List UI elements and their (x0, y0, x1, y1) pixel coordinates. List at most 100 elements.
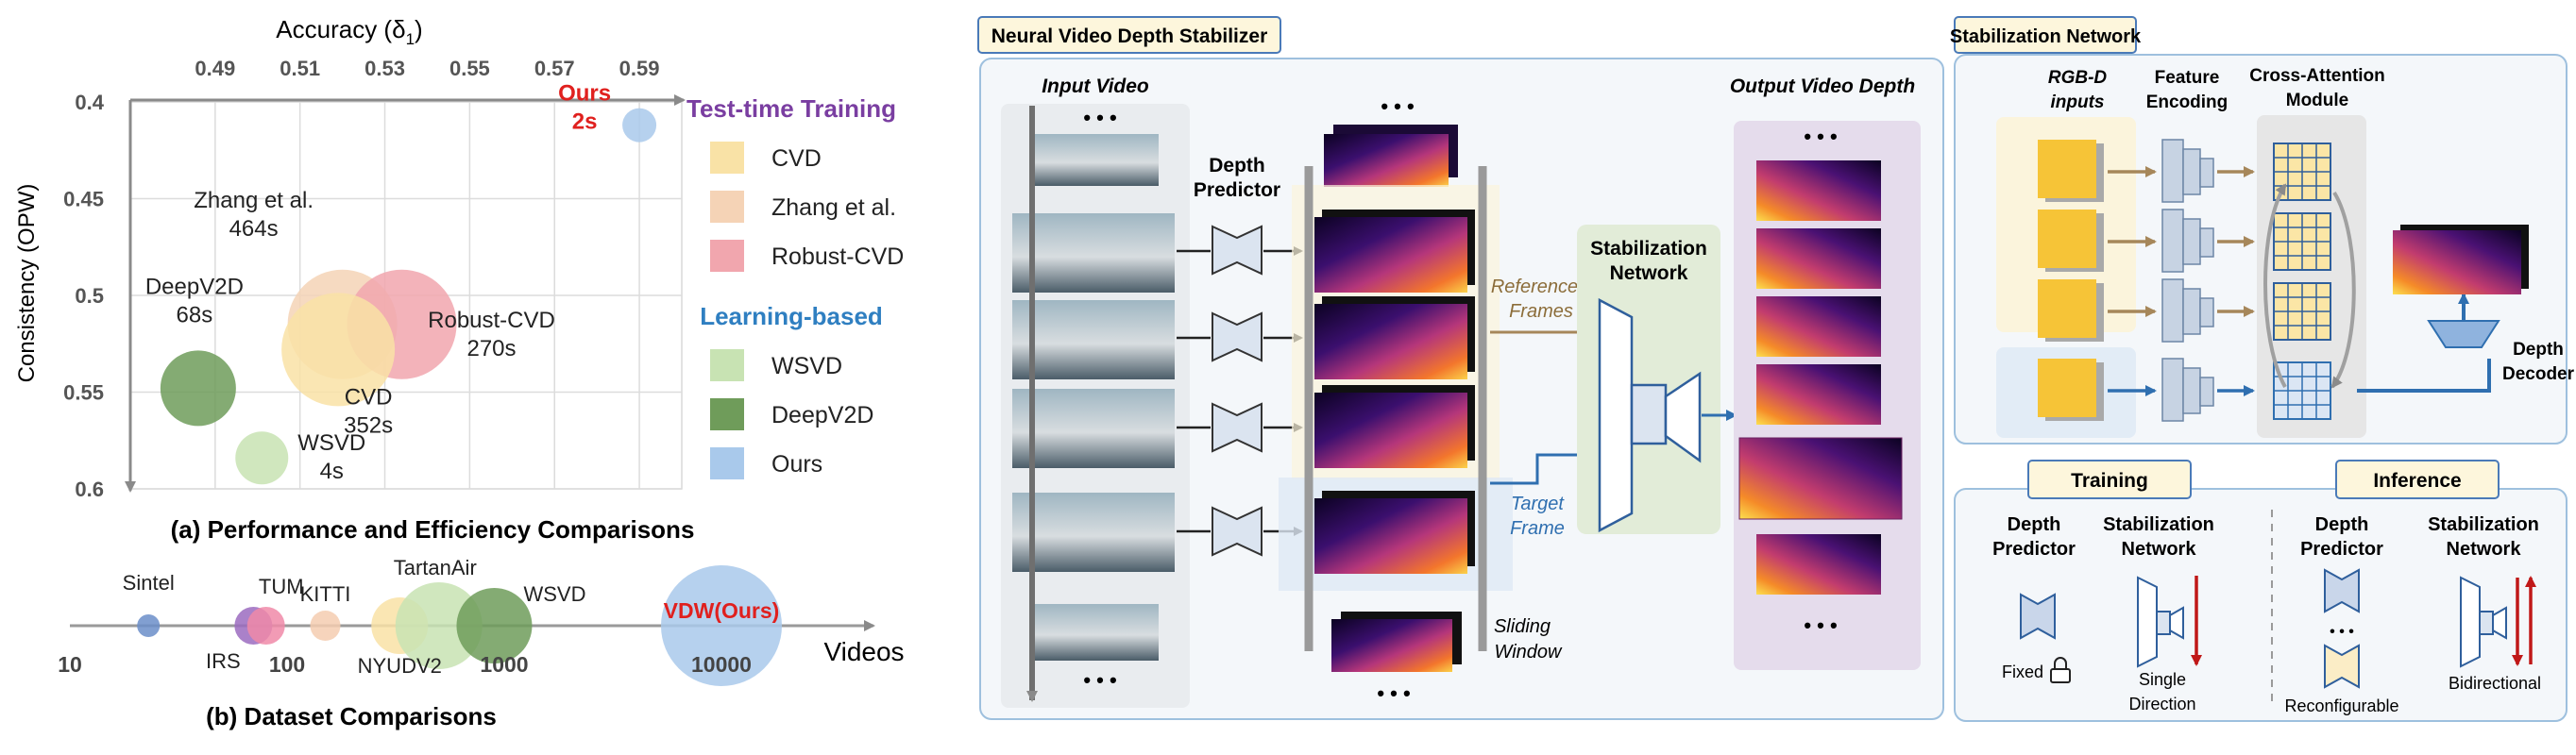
depth-frame-1 (1314, 217, 1467, 293)
legend-item-label: WSVD (771, 353, 842, 379)
feature-encoding-label-2: Encoding (2146, 92, 2229, 112)
bubble-time-zhang-et-al-: 464s (229, 216, 279, 242)
fixed-label: Fixed (2002, 663, 2043, 681)
y-tick-label: 0.5 (75, 284, 104, 308)
encoder-layer (2182, 288, 2201, 335)
encoder-layer (2161, 209, 2184, 273)
dataset-tick-label: 10 (58, 652, 82, 677)
encoder-layer (2199, 227, 2214, 258)
bidirectional-label: Bidirectional (2449, 674, 2541, 693)
train-sn-label-2: Network (2122, 539, 2197, 560)
legend-group-title: Test-time Training (686, 94, 896, 123)
output-frame-4 (1756, 364, 1881, 425)
bubble-label-zhang-et-al-: Zhang et al. (194, 188, 314, 213)
legend-swatch (710, 398, 744, 430)
depth-decoder-label-2: Decoder (2502, 364, 2575, 384)
single-direction-label-1: Single (2139, 670, 2186, 689)
output-bottom-ellipsis: • • • (1804, 613, 1837, 637)
depth-frame-3 (1314, 393, 1467, 468)
depth-bottom-ellipsis: • • • (1377, 681, 1410, 705)
train-infer-panel: Training Inference Depth Predictor Stabi… (1954, 460, 2568, 722)
rgbd-label-2: inputs (2051, 92, 2105, 112)
train-depth-predictor-icon (2020, 593, 2056, 640)
infer-stab-bottleneck-icon (2479, 611, 2494, 635)
infer-dp-dots: • • • (2330, 624, 2354, 640)
output-frame-3 (1756, 296, 1881, 357)
x-axis-title: Accuracy (δ1) (276, 15, 422, 48)
bubbles (160, 108, 657, 485)
y-tick-labels: 0.40.450.50.550.6 (63, 91, 105, 501)
infer-stab-decoder-icon (2492, 606, 2507, 640)
encoder-layer (2199, 377, 2214, 407)
legend-item-label: DeepV2D (771, 402, 873, 428)
target-arrow (1490, 449, 1594, 485)
legend-group-title: Learning-based (700, 302, 883, 330)
decoder-input-arrow (2357, 359, 2491, 393)
bubble-deepv2d (160, 350, 236, 427)
dataset-bubble-sintel (137, 614, 161, 637)
sliding-window-label-1: Sliding (1494, 616, 1551, 637)
legend-item-label: CVD (771, 145, 822, 172)
input-frame-5 (1031, 604, 1159, 661)
bubble-cvd (281, 293, 396, 407)
legend-swatch (710, 142, 744, 174)
encoder-layer (2199, 297, 2214, 327)
legend-swatch (710, 349, 744, 381)
single-direction-label-2: Direction (2128, 695, 2195, 713)
dataset-label-tum: TUM (259, 575, 304, 598)
train-dp-label-2: Predictor (1992, 539, 2076, 560)
infer-stab-encoder-icon (2460, 576, 2481, 668)
depth-frame-4 (1314, 498, 1467, 574)
output-frame-6 (1756, 534, 1881, 595)
input-frame-3 (1012, 389, 1175, 468)
dataset-tick-label: 100 (269, 652, 305, 677)
training-tab-label: Training (2071, 470, 2148, 492)
infer-dp-label-1: Depth (2315, 514, 2369, 535)
depth-predictor-icons (1212, 225, 1263, 557)
cross-attention-label-1: Cross-Attention (2249, 66, 2385, 86)
input-bottom-ellipsis: • • • (1083, 668, 1116, 692)
encoder-layer (2161, 358, 2184, 422)
infer-dp-label-2: Predictor (2300, 539, 2383, 560)
stab-network-panel: Stabilization Network RGB-D inputs Featu… (1950, 16, 2575, 445)
dataset-tick-label: 10000 (691, 652, 752, 677)
cross-attention-label-2: Module (2286, 91, 2349, 110)
bubble-label-deepv2d: DeepV2D (145, 274, 244, 299)
encoder-blocks (2161, 139, 2255, 422)
lock-icon (2050, 657, 2071, 683)
x-tick-label: 0.59 (619, 57, 660, 80)
stab-net-label-1: Stabilization (1590, 238, 1707, 260)
depth-decoder-label-1: Depth (2513, 340, 2564, 360)
input-video-label: Input Video (1042, 76, 1149, 97)
legend-item-label: Robust-CVD (771, 243, 904, 270)
target-frame-label-1: Target (1511, 494, 1565, 514)
x-tick-label: 0.57 (534, 57, 575, 80)
y-tick-label: 0.6 (75, 478, 104, 501)
bubble-wsvd (235, 431, 289, 485)
pipeline-panel: Neural Video Depth Stabilizer Input Vide… (977, 16, 1944, 720)
dataset-label-irs: IRS (206, 649, 241, 673)
encoder-layer (2161, 139, 2184, 203)
sliding-window-label-2: Window (1495, 642, 1564, 663)
target-frame-label-2: Frame (1510, 518, 1565, 539)
bubble-time-wsvd: 4s (320, 459, 344, 484)
encoder-layer (2182, 148, 2201, 195)
chart-a-caption: (a) Performance and Efficiency Compariso… (171, 515, 695, 544)
reference-frames-label-1: Reference (1491, 277, 1578, 297)
dataset-axis-label: Videos (823, 637, 904, 666)
attention-grids (2273, 143, 2331, 420)
rgbd-input-block (2038, 279, 2096, 338)
x-tick-label: 0.51 (280, 57, 320, 80)
input-frame-0 (1031, 134, 1159, 186)
decoder-output-depth (2393, 230, 2521, 294)
legend-swatch (710, 191, 744, 223)
output-video-label: Output Video Depth (1730, 76, 1915, 97)
depth-top-ellipsis: • • • (1381, 94, 1414, 118)
output-top-ellipsis: • • • (1804, 125, 1837, 148)
feature-encoding-label-1: Feature (2155, 68, 2220, 88)
dataset-label-nyudv2: NYUDV2 (358, 654, 442, 678)
chart-b-caption: (b) Dataset Comparisons (206, 702, 497, 730)
